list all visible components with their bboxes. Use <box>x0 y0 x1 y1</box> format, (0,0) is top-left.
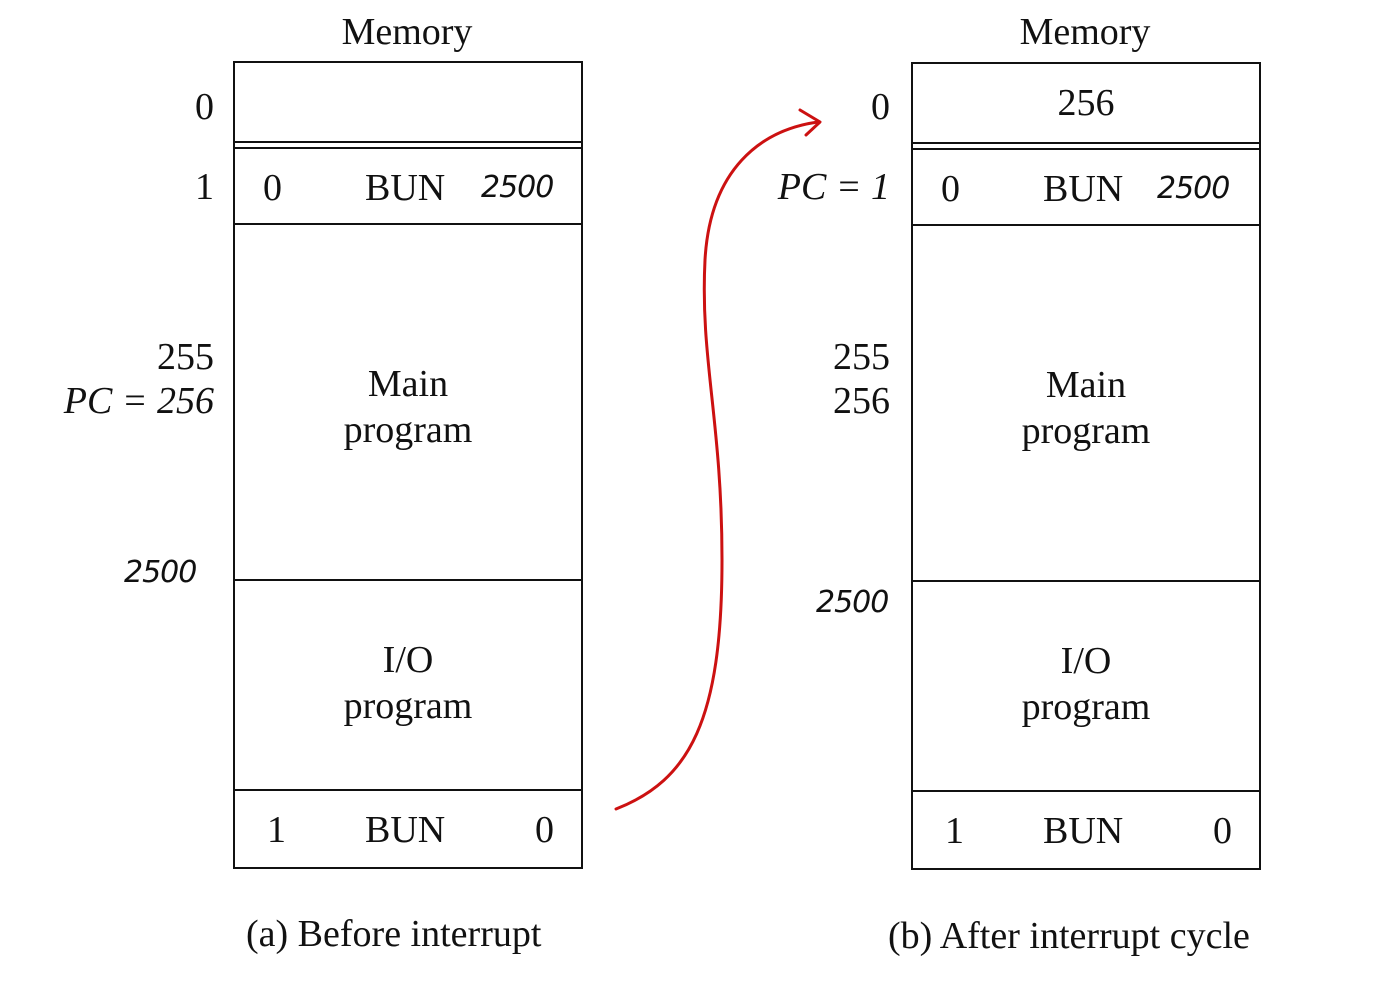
right-caption: (b) After interrupt cycle <box>888 915 1250 957</box>
right-main-program-section: Main program <box>913 226 1259 582</box>
left-memory-title: Memory <box>341 11 473 53</box>
left-main-program-section: Main program <box>235 225 581 581</box>
right-cell-1: 0 BUN 2500 <box>913 150 1259 226</box>
right-last-op: BUN <box>1043 810 1124 852</box>
left-last-cell: 1 BUN 0 <box>235 791 581 867</box>
left-handwritten-addr-2500: 2500 <box>124 555 197 590</box>
left-memory-block: 0 BUN 2500 Main program I/O program 1 BU… <box>233 61 583 869</box>
left-last-bit: 1 <box>267 809 286 851</box>
right-memory-title: Memory <box>1019 11 1151 53</box>
left-cell-1-bit: 0 <box>263 167 282 209</box>
right-main-program-label: Main program <box>913 362 1259 454</box>
left-cell-0 <box>235 63 581 143</box>
right-divider-2 <box>913 786 1259 792</box>
right-addr-pc-1: PC = 1 <box>690 168 890 206</box>
right-main-line-2: program <box>1021 410 1151 452</box>
arrow-curve <box>614 120 820 811</box>
left-cell-1-operand-handwritten: 2500 <box>481 170 554 205</box>
right-addr-255: 255 <box>833 336 890 378</box>
right-cell-0-value: 256 <box>1057 82 1115 124</box>
right-cell-1-op: BUN <box>1043 168 1124 210</box>
left-io-program-label: I/O program <box>235 637 581 729</box>
right-io-line-1: I/O <box>1060 640 1112 682</box>
right-io-line-2: program <box>1021 686 1151 728</box>
left-main-line-2: program <box>343 409 473 451</box>
right-cell-1-operand-handwritten: 2500 <box>1157 171 1230 206</box>
left-main-line-1: Main <box>367 363 449 405</box>
left-divider <box>235 143 581 149</box>
right-addr-0: 0 <box>871 86 890 128</box>
left-addr-pc-256: PC = 256 <box>14 382 214 420</box>
left-last-op: BUN <box>365 809 446 851</box>
right-last-operand: 0 <box>1213 810 1232 852</box>
left-caption: (a) Before interrupt <box>246 913 542 955</box>
right-addr-256: 256 <box>833 380 890 422</box>
left-addr-1: 1 <box>195 166 214 208</box>
right-divider <box>913 144 1259 150</box>
right-last-cell: 1 BUN 0 <box>913 792 1259 868</box>
right-cell-0: 256 <box>913 64 1259 144</box>
right-io-program-label: I/O program <box>913 638 1259 730</box>
right-handwritten-addr-2500: 2500 <box>816 585 889 620</box>
right-cell-1-bit: 0 <box>941 168 960 210</box>
left-addr-0: 0 <box>195 86 214 128</box>
arrow-head-icon <box>798 108 822 137</box>
left-cell-1: 0 BUN 2500 <box>235 149 581 225</box>
right-memory-block: 256 0 BUN 2500 Main program I/O program … <box>911 62 1261 870</box>
left-pc-label: PC = 256 <box>63 380 214 422</box>
left-addr-255: 255 <box>157 336 214 378</box>
left-io-program-section: I/O program <box>235 581 581 791</box>
right-last-bit: 1 <box>945 810 964 852</box>
left-last-operand: 0 <box>535 809 554 851</box>
right-main-line-1: Main <box>1045 364 1127 406</box>
left-io-line-2: program <box>343 685 473 727</box>
left-divider-2 <box>235 785 581 791</box>
left-main-program-label: Main program <box>235 361 581 453</box>
left-cell-1-op: BUN <box>365 167 446 209</box>
right-pc-label: PC = 1 <box>777 166 890 208</box>
left-io-line-1: I/O <box>382 639 434 681</box>
